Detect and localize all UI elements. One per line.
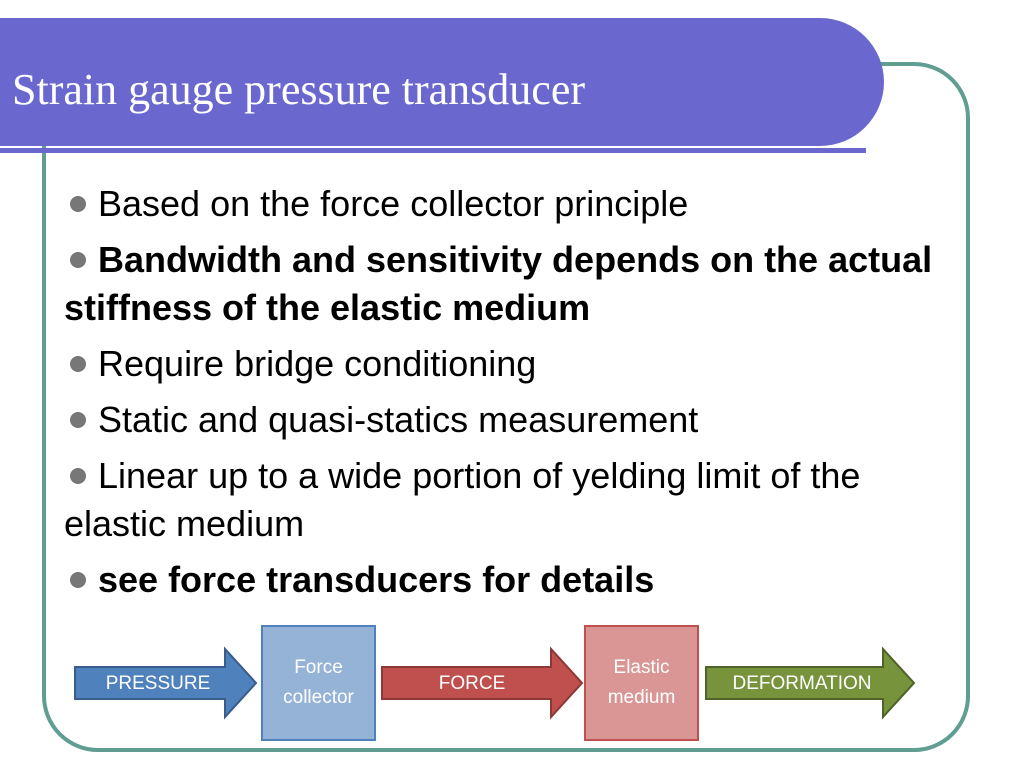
elastic-medium-label-line2: medium [607, 687, 676, 708]
bullet-icon [70, 468, 86, 484]
bullet-item: Bandwidth and sensitivity depends on the… [64, 236, 944, 332]
deformation-arrow [705, 646, 916, 720]
slide-title: Strain gauge pressure transducer [12, 65, 586, 114]
title-underline [0, 148, 866, 153]
bullet-icon [70, 412, 86, 428]
bullet-text: Require bridge conditioning [98, 343, 537, 384]
bullet-icon [70, 356, 86, 372]
force-arrow [381, 646, 584, 720]
bullet-text: see force transducers for details [98, 559, 655, 600]
bullet-icon [70, 252, 86, 268]
pressure-label: PRESSURE [105, 673, 211, 694]
bullet-item: see force transducers for details [64, 556, 944, 604]
bullet-list: Based on the force collector principle B… [64, 180, 944, 612]
bullet-item: Linear up to a wide portion of yelding l… [64, 452, 944, 548]
deformation-label: DEFORMATION [732, 673, 872, 694]
force-label: FORCE [438, 673, 506, 694]
bullet-text: Linear up to a wide portion of yelding l… [64, 455, 861, 544]
title-banner [0, 18, 884, 146]
elastic-medium-label-line1: Elastic [613, 657, 670, 678]
bullet-text: Based on the force collector principle [98, 183, 689, 224]
elastic-medium-box [584, 625, 699, 741]
force-collector-label-line2: collector [283, 687, 354, 708]
bullet-item: Static and quasi-statics measurement [64, 396, 944, 444]
bullet-item: Require bridge conditioning [64, 340, 944, 388]
bullet-text: Bandwidth and sensitivity depends on the… [64, 239, 933, 328]
pressure-arrow [74, 646, 258, 720]
force-collector-box [261, 625, 376, 741]
bullet-icon [70, 196, 86, 212]
bullet-text: Static and quasi-statics measurement [98, 399, 699, 440]
bullet-item: Based on the force collector principle [64, 180, 944, 228]
force-collector-label-line1: Force [294, 657, 343, 678]
bullet-icon [70, 572, 86, 588]
